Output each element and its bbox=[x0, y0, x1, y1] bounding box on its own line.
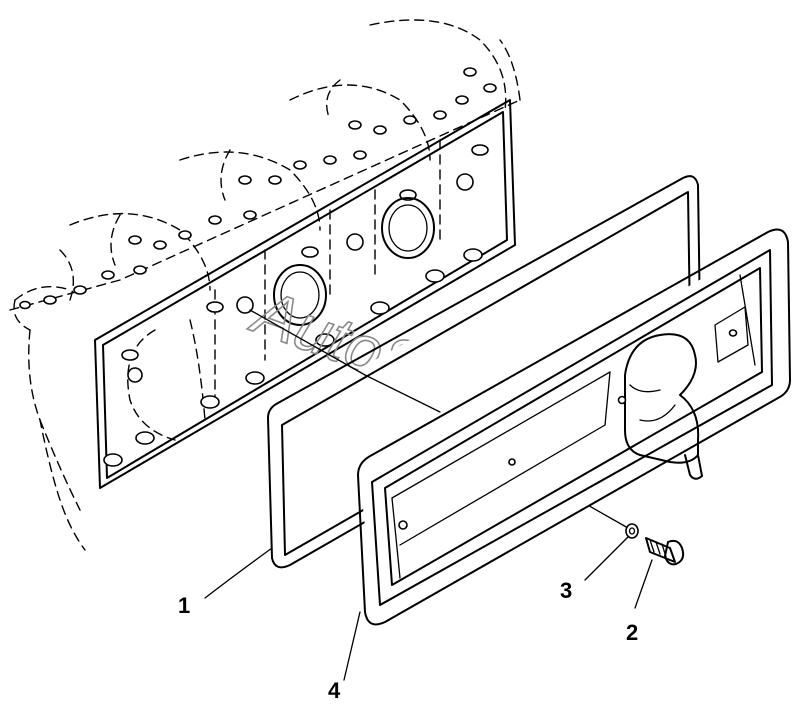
callout-4: 4 bbox=[328, 678, 341, 703]
block-side-flange bbox=[94, 99, 516, 489]
guide-line bbox=[364, 374, 441, 413]
deck-holes bbox=[19, 67, 497, 310]
callout-1: 1 bbox=[178, 593, 190, 618]
leader-line-4 bbox=[343, 611, 361, 681]
leader-line-2 bbox=[634, 559, 653, 609]
guide-line bbox=[249, 309, 366, 376]
leader-line-3 bbox=[584, 536, 629, 581]
engine-block bbox=[9, 19, 521, 551]
callout-2: 2 bbox=[626, 620, 638, 645]
callout-3: 3 bbox=[560, 578, 572, 603]
washer-part bbox=[625, 523, 639, 539]
side-cover-part bbox=[357, 228, 791, 626]
bolt-part bbox=[645, 537, 685, 566]
leader-line-1 bbox=[204, 547, 273, 599]
